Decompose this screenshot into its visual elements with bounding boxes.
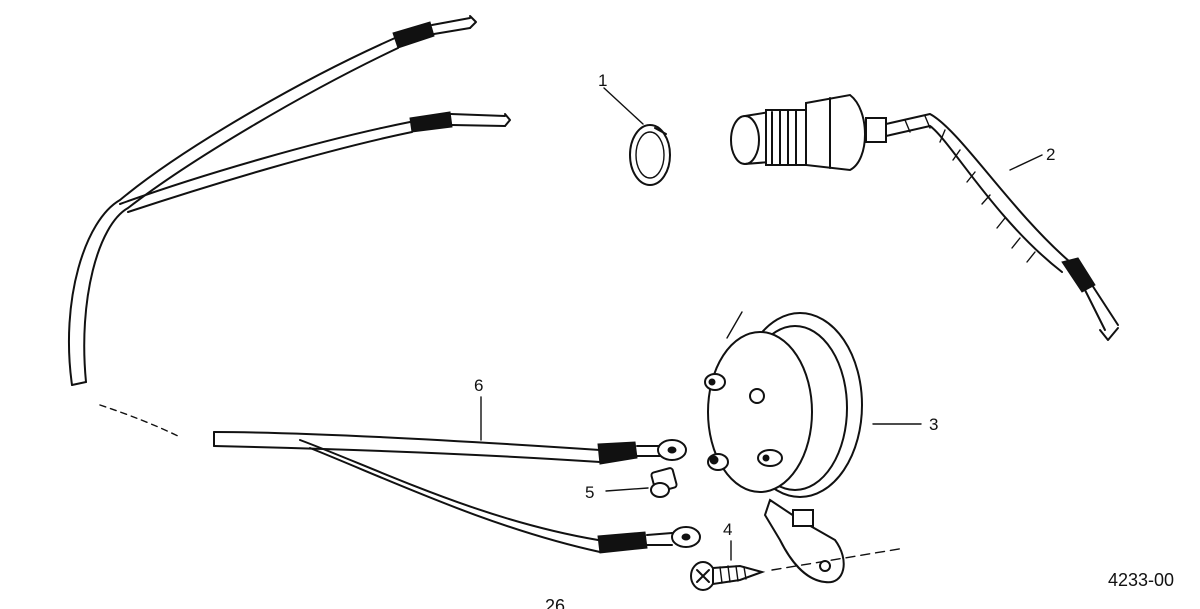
figure-reference: 4233-00 bbox=[1108, 570, 1174, 590]
callout-1: 1 bbox=[598, 71, 607, 90]
callout-6: 6 bbox=[474, 376, 483, 395]
nut bbox=[650, 467, 678, 498]
leader-5 bbox=[605, 487, 649, 492]
lamp-socket bbox=[730, 93, 1119, 341]
page-number: 26 bbox=[545, 596, 565, 609]
retaining-ring bbox=[629, 124, 671, 186]
callout-3: 3 bbox=[929, 415, 938, 434]
gauge-body bbox=[704, 311, 863, 584]
leader-1 bbox=[603, 87, 644, 125]
callout-2: 2 bbox=[1046, 145, 1055, 164]
wire-harness-upper bbox=[68, 15, 511, 386]
screw bbox=[690, 561, 766, 591]
callout-4: 4 bbox=[723, 520, 732, 539]
leader-2 bbox=[1009, 154, 1043, 171]
wire-harness-lower bbox=[213, 431, 701, 554]
dashed-guide bbox=[99, 404, 179, 437]
screw-axis bbox=[771, 547, 906, 571]
callout-5: 5 bbox=[585, 483, 594, 502]
